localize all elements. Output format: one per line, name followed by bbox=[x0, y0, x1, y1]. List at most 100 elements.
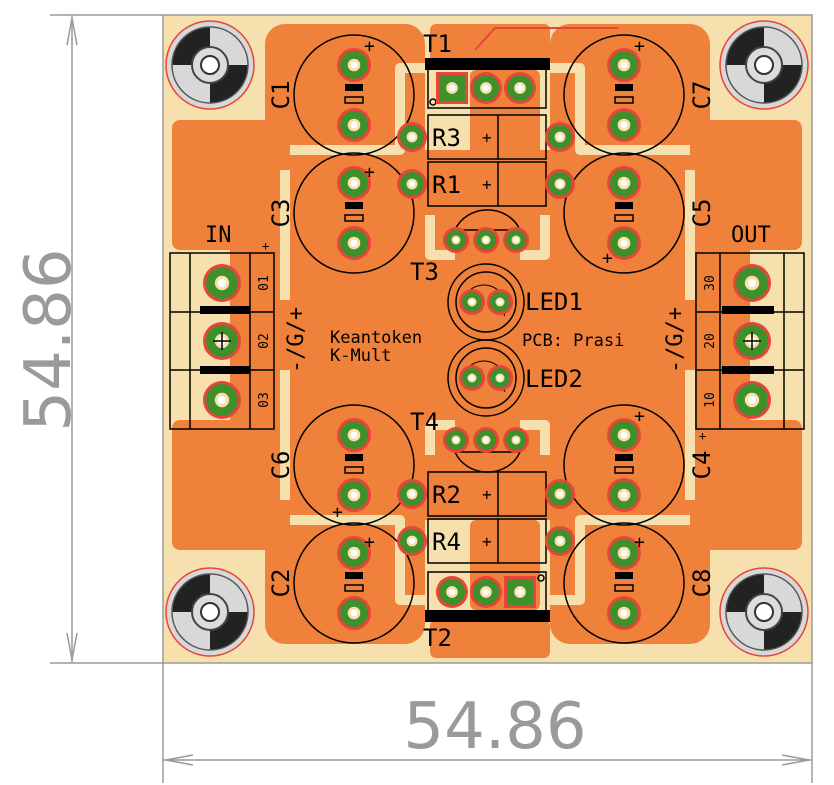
plus-r4: + bbox=[482, 532, 492, 551]
plus-r2: + bbox=[482, 485, 492, 504]
plus-r1: + bbox=[482, 175, 492, 194]
transistor-t1-body bbox=[425, 58, 550, 109]
pad-out-3 bbox=[733, 381, 771, 419]
pad-c8-b bbox=[607, 596, 641, 630]
pad-c6-b bbox=[337, 478, 371, 512]
capacitor-c1-outline bbox=[293, 34, 415, 156]
label-t1: T1 bbox=[423, 30, 452, 58]
out-pin-3: 10 bbox=[703, 392, 718, 408]
capacitor-c8-band bbox=[615, 572, 633, 579]
pad-t2-3 bbox=[504, 576, 536, 608]
credit-pcb: PCB: Prasi bbox=[522, 331, 624, 351]
pad-t1-3 bbox=[504, 72, 536, 104]
capacitor-c2-outline bbox=[293, 522, 415, 644]
terminal-screw-1 bbox=[213, 332, 231, 350]
pad-c6-a bbox=[337, 418, 371, 452]
pad-resistor-1 bbox=[397, 122, 427, 152]
label-r2: R2 bbox=[432, 481, 461, 509]
label-led1: LED1 bbox=[525, 288, 583, 316]
capacitor-c6-band bbox=[345, 454, 363, 461]
label-r1: R1 bbox=[432, 171, 461, 199]
terminal-bars bbox=[200, 306, 774, 374]
plus-out: + bbox=[699, 429, 706, 443]
label-c2: C2 bbox=[267, 569, 295, 598]
label-t4: T4 bbox=[410, 408, 439, 436]
pad-resistor-6 bbox=[545, 479, 575, 509]
pad-t1-1 bbox=[436, 72, 468, 104]
pad-led2-k bbox=[487, 365, 513, 391]
pad-c3-a bbox=[337, 166, 371, 200]
pad-t3-3 bbox=[503, 227, 529, 253]
in-pin-2: 02 bbox=[257, 333, 272, 349]
silkscreen-labels: T1 T2 T3 T4 R3 R1 R2 R4 LED1 LED2 IN OUT… bbox=[205, 30, 771, 652]
pad-out-1 bbox=[733, 264, 771, 302]
pad-led1-k bbox=[487, 289, 513, 315]
pad-led1-a bbox=[459, 289, 485, 315]
plus-c3: + bbox=[364, 162, 375, 183]
pad-c4-a bbox=[607, 418, 641, 452]
pad-t3-2 bbox=[473, 227, 499, 253]
capacitor-c4-outline bbox=[563, 404, 685, 526]
width-dimension-label: 54.86 bbox=[403, 690, 586, 764]
pad-c4-b bbox=[607, 478, 641, 512]
label-t3: T3 bbox=[410, 258, 439, 286]
capacitor-c6-outline bbox=[293, 404, 415, 526]
label-c7: C7 bbox=[688, 81, 716, 110]
red-outline-trace bbox=[474, 27, 618, 51]
plus-c2: + bbox=[364, 532, 375, 553]
capacitor-c4-band bbox=[615, 454, 633, 461]
plus-r3: + bbox=[482, 128, 492, 147]
polarity-out: -/G/+ bbox=[663, 307, 688, 373]
plus-in: + bbox=[262, 239, 269, 253]
label-r3: R3 bbox=[432, 124, 461, 152]
pad-c7-b bbox=[607, 108, 641, 142]
capacitor-c5-outline bbox=[563, 152, 685, 274]
capacitor-c5-band bbox=[615, 202, 633, 209]
output-terminal-block bbox=[695, 252, 805, 430]
in-pin-3: 03 bbox=[257, 392, 272, 408]
mounting-hole-1 bbox=[165, 20, 255, 110]
capacitor-c3-mark bbox=[344, 214, 364, 222]
pads bbox=[203, 48, 771, 630]
label-c5: C5 bbox=[688, 199, 716, 228]
pad-c8-a bbox=[607, 536, 641, 570]
capacitor-c7-mark bbox=[614, 96, 634, 104]
pad-c7-a bbox=[607, 48, 641, 82]
capacitor-c2-band bbox=[345, 572, 363, 579]
label-led2: LED2 bbox=[525, 365, 583, 393]
plus-c6: + bbox=[332, 502, 343, 523]
pad-t4-2 bbox=[473, 427, 499, 453]
pad-c2-a bbox=[337, 536, 371, 570]
capacitor-c8-outline bbox=[563, 522, 685, 644]
capacitor-c2-mark bbox=[344, 584, 364, 592]
label-r4: R4 bbox=[432, 528, 461, 556]
plus-c7: + bbox=[634, 36, 645, 57]
pad-resistor-7 bbox=[397, 526, 427, 556]
pad-t2-1 bbox=[436, 576, 468, 608]
credit-keantoken: Keantoken bbox=[330, 328, 422, 348]
capacitor-c3-band bbox=[345, 202, 363, 209]
transistor-t2-body bbox=[425, 571, 550, 622]
pad-c5-b bbox=[607, 226, 641, 260]
capacitor-c4-mark bbox=[614, 466, 634, 474]
capacitor-c1-band bbox=[345, 84, 363, 91]
label-c3: C3 bbox=[267, 199, 295, 228]
plus-c5: + bbox=[602, 248, 613, 269]
pad-in-3 bbox=[203, 381, 241, 419]
plus-c1: + bbox=[364, 36, 375, 57]
pad-t4-3 bbox=[503, 427, 529, 453]
mounting-hole-2 bbox=[719, 20, 809, 110]
capacitor-c3-outline bbox=[293, 152, 415, 274]
label-c8: C8 bbox=[688, 569, 716, 598]
pad-c5-a bbox=[607, 166, 641, 200]
pad-c2-b bbox=[337, 596, 371, 630]
height-dimension-label: 54.86 bbox=[12, 248, 86, 431]
pad-t4-1 bbox=[443, 427, 469, 453]
pad-resistor-8 bbox=[545, 526, 575, 556]
pad-t2-2 bbox=[470, 576, 502, 608]
pad-resistor-5 bbox=[397, 479, 427, 509]
terminal-screw-2 bbox=[743, 332, 761, 350]
label-c1: C1 bbox=[267, 81, 295, 110]
mounting-hole-3 bbox=[165, 567, 255, 657]
